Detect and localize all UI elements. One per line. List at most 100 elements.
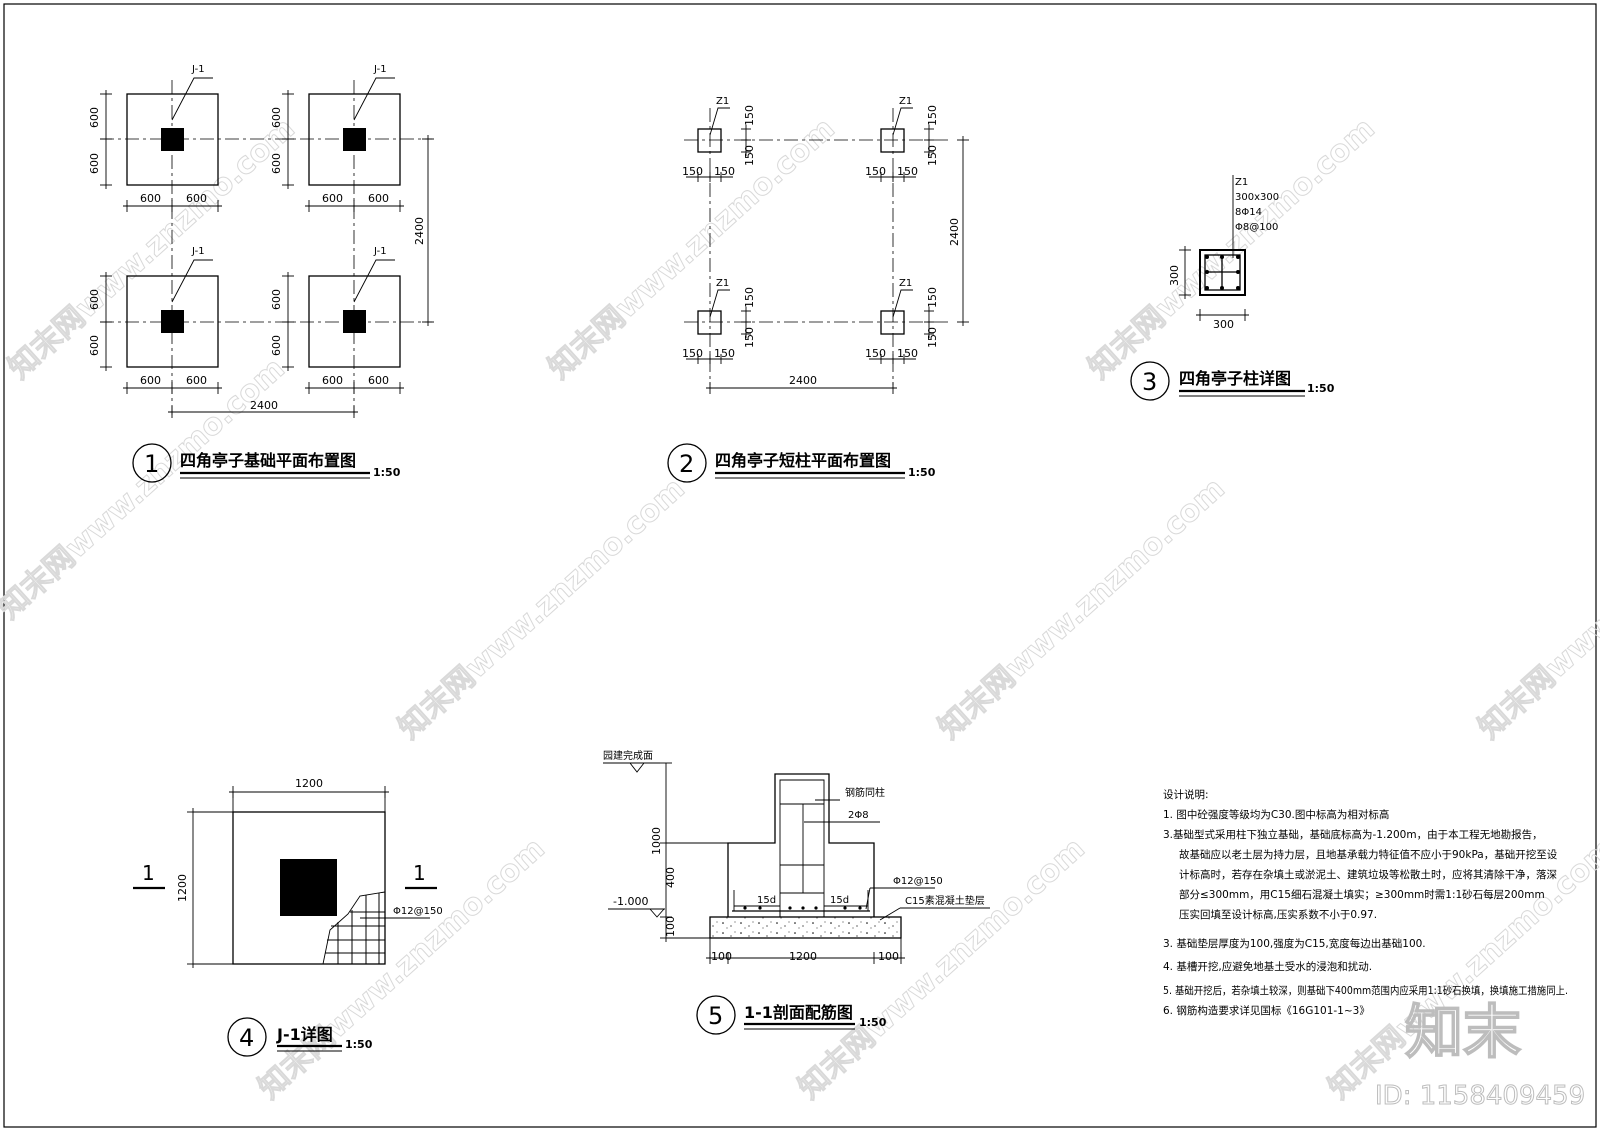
dim-150: 150: [743, 327, 756, 348]
note-line: 故基础应以老土层为持力层，且地基承载力特征值不应小于90kPa，基础开挖至设: [1179, 848, 1558, 861]
note-line: 6. 钢筋构造要求详见国标《16G101-1~3》: [1163, 1004, 1370, 1017]
column-tag: Z1: [1235, 177, 1248, 188]
anchor-label: 15d: [830, 895, 849, 906]
dim-600: 600: [186, 192, 207, 205]
watermark-brand: 知末: [1405, 998, 1521, 1066]
dim-150: 150: [865, 165, 886, 178]
dim-600: 600: [88, 335, 101, 356]
watermark-id: ID: 1158409459: [1375, 1081, 1585, 1111]
sheet-border: [3, 3, 1597, 1128]
dim-150: 150: [743, 105, 756, 126]
drawing-title: J-1详图: [276, 1025, 333, 1044]
dim-150: 150: [743, 287, 756, 308]
column-solid: [343, 128, 366, 151]
column-solid: [161, 310, 184, 333]
column-size: 300x300: [1235, 192, 1279, 203]
detail-number-circle: [227, 1017, 267, 1057]
concrete-cushion: [709, 916, 902, 939]
detail-number-circle: [667, 443, 707, 483]
column-solid: [280, 859, 337, 916]
footing-tag: J-1: [373, 64, 387, 75]
dim-150-set: [686, 125, 934, 364]
dim-150: 150: [897, 347, 918, 360]
drawing-title: 四角亭子柱详图: [1179, 369, 1291, 388]
footing-outline: [232, 811, 386, 965]
footing-pad: [126, 93, 219, 186]
dim-1200: 1200: [176, 874, 189, 902]
dim-600: 600: [88, 107, 101, 128]
dim-100: 100: [711, 950, 732, 963]
dim-150: 150: [682, 347, 703, 360]
dim-150: 150: [714, 165, 735, 178]
dim-2400: 2400: [789, 374, 817, 387]
rebar-dots: [1205, 255, 1240, 290]
drawing-title: 四角亭子短柱平面布置图: [715, 451, 891, 470]
dim-600: 600: [88, 289, 101, 310]
note-line: 部分≤300mm，用C15细石混凝土填实；≥300mm时需1:1砂石每层200m…: [1179, 888, 1545, 901]
dim-150: 150: [926, 287, 939, 308]
footing-tag: J-1: [191, 246, 205, 257]
drawing-1-footing-plan: J-1 J-1 J-1 J-1 600 600 600 600 600 600 …: [88, 64, 434, 483]
dim-600: 600: [270, 335, 283, 356]
column-solid: [161, 128, 184, 151]
watermark-text: 知末网www.znzmo.com: [0, 351, 292, 626]
column-tag: Z1: [716, 96, 729, 107]
dim-400: 400: [664, 867, 677, 888]
drawing-2-column-plan: Z1 Z1 Z1 Z1 150 150 150 150 150 150: [667, 96, 969, 483]
dim-150: 150: [926, 145, 939, 166]
dim-600: 600: [186, 374, 207, 387]
grade-label: 园建完成面: [603, 749, 653, 762]
design-notes: 设计说明: 1. 图中砼强度等级均为C30.图中标高为相对标高 3.基础型式采用…: [1163, 788, 1568, 1017]
dim-300: 300: [1168, 265, 1181, 286]
dim-1000: 1000: [650, 827, 663, 855]
drawing-scale: 1:50: [1307, 382, 1335, 395]
dim-150: 150: [714, 347, 735, 360]
drawing-scale: 1:50: [345, 1038, 373, 1051]
elevation-label: -1.000: [613, 895, 648, 908]
dim-150: 150: [897, 165, 918, 178]
dim-600: 600: [88, 153, 101, 174]
dim-2400: 2400: [948, 218, 961, 246]
column-outline: [697, 128, 722, 153]
cushion-label: C15素混凝土垫层: [905, 894, 985, 907]
detail-number-circle: [696, 995, 736, 1035]
note-line: 5. 基础开挖后，若杂填土较深，则基础下400mm范围内应采用1:1砂石换填，换…: [1163, 984, 1568, 997]
anchor-label: 15d: [757, 895, 776, 906]
column-section: [1199, 249, 1246, 296]
dim-600: 600: [140, 374, 161, 387]
dim-600: 600: [140, 192, 161, 205]
dim-1200: 1200: [789, 950, 817, 963]
column-tag: Z1: [716, 278, 729, 289]
note-line: 3.基础型式采用柱下独立基础，基础底标高为-1.200m，由于本工程无地勘报告，: [1163, 828, 1543, 841]
dim-100: 100: [664, 916, 677, 937]
watermark-text: 知末网www.znzmo.com: [542, 111, 842, 386]
drawing-4-footing-detail: Φ12@150 1200 1200 1 1 4 J-1详图 1:50: [133, 777, 443, 1057]
detail-number-circle: [1130, 361, 1170, 401]
dim-600: 600: [368, 192, 389, 205]
note-line: 4. 基槽开挖,应避免地基土受水的浸泡和扰动.: [1163, 960, 1372, 973]
dim-600: 600: [270, 153, 283, 174]
dim-150: 150: [682, 165, 703, 178]
rebar-label: Φ12@150: [393, 906, 443, 917]
dim-150: 150: [743, 145, 756, 166]
detail-number: 5: [708, 1002, 723, 1030]
note-line: 1. 图中砼强度等级均为C30.图中标高为相对标高: [1163, 808, 1389, 821]
watermark-text: 知末网www.znzmo.com: [792, 831, 1092, 1106]
dim-150: 150: [865, 347, 886, 360]
watermark-text: 知末网www.znzmo.com: [392, 471, 692, 746]
watermark-text: 知末网www.znzmo.com: [932, 471, 1232, 746]
drawing-5-section: 园建完成面 钢筋同柱 2Φ8 Φ12@150 C15素混凝土: [603, 749, 990, 1035]
main-bars: 8Φ14: [1235, 207, 1262, 218]
dim-600: 600: [368, 374, 389, 387]
dim-600: 600: [270, 107, 283, 128]
column-solid: [343, 310, 366, 333]
detail-number: 3: [1142, 368, 1157, 396]
dim-100: 100: [878, 950, 899, 963]
dim-600: 600: [270, 289, 283, 310]
dim-300: 300: [1213, 318, 1234, 331]
note-line: 3. 基础垫层厚度为100,强度为C15,宽度每边出基础100.: [1163, 937, 1426, 950]
dim-150: 150: [926, 327, 939, 348]
note-line: 压实回填至设计标高,压实系数不小于0.97.: [1179, 908, 1377, 921]
stirrups: Φ8@100: [1235, 222, 1278, 233]
